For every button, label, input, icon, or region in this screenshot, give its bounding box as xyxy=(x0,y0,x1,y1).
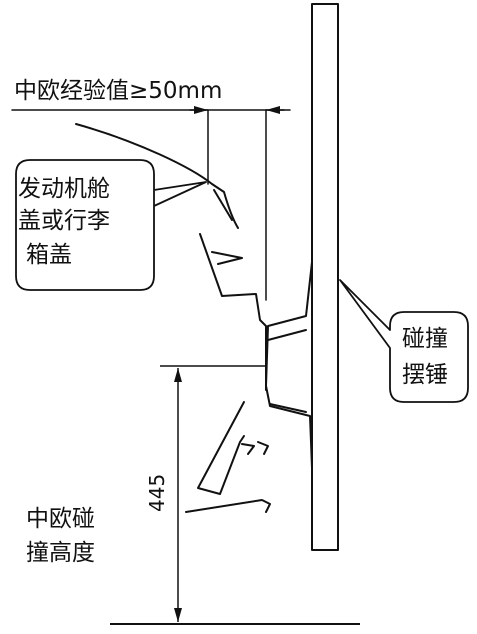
vehicle-front-profile xyxy=(199,233,267,391)
pendulum-upper-arm xyxy=(267,329,307,341)
pendulum-callout-bubble xyxy=(339,279,469,403)
hood-label-line3: 箱盖 xyxy=(26,242,72,268)
height-label-line2: 撞高度 xyxy=(26,540,95,566)
vehicle-latch xyxy=(211,251,243,265)
arrow-head-right xyxy=(266,106,280,114)
bumper-clip-b xyxy=(257,441,269,455)
pendulum-label-line2: 摆锤 xyxy=(402,362,448,388)
pendulum-profile xyxy=(265,261,313,469)
hood-label-line1: 发动机舱 xyxy=(18,176,110,202)
experience-value-label: 中欧经验值≥50mm xyxy=(14,78,222,104)
hood-lid-curve xyxy=(75,123,239,229)
hood-lid-edge xyxy=(213,189,233,221)
pendulum-lower-arm xyxy=(269,403,307,413)
bumper-clip xyxy=(241,443,255,455)
pendulum-label-line1: 碰撞 xyxy=(402,326,448,352)
pendulum-plate xyxy=(311,3,339,551)
hood-callout-bubble xyxy=(15,159,207,291)
hood-label-line2: 盖或行李 xyxy=(18,208,110,234)
height-value-label: 445 xyxy=(145,474,169,512)
height-arrow-top xyxy=(174,368,182,382)
bumper-lower-b xyxy=(185,499,271,513)
arrow-head-left xyxy=(194,106,208,114)
height-label-line1: 中欧碰 xyxy=(26,506,95,532)
bumper-lower-a xyxy=(197,401,245,495)
height-arrow-bottom xyxy=(174,608,182,622)
